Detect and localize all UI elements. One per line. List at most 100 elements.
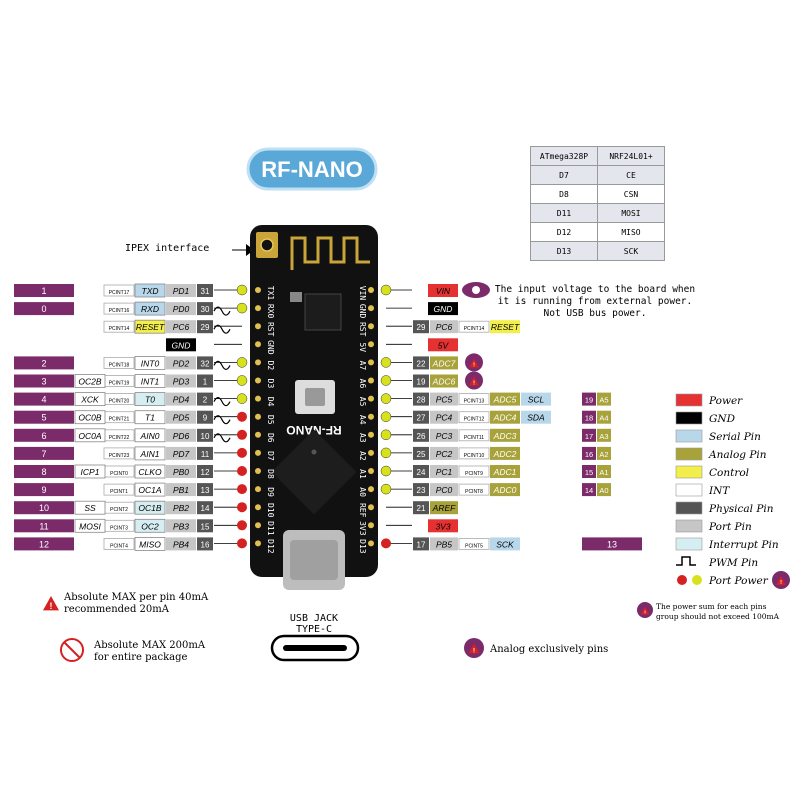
- header-pad: [255, 522, 261, 529]
- pcint-label-box: [103, 538, 135, 550]
- port-power-dot: [237, 484, 247, 495]
- port-label: PD5: [173, 413, 190, 423]
- digital-number-box: [14, 302, 74, 316]
- port-label: PC2: [436, 449, 453, 459]
- physical-pin: 31: [201, 287, 210, 296]
- legend-label: GND: [709, 413, 736, 425]
- legend-label: Control: [709, 467, 749, 479]
- port-label: PD3: [173, 377, 190, 387]
- function-label-box: [134, 283, 166, 298]
- legend-swatch: [675, 537, 703, 551]
- vin-note: Not USB bus power.: [544, 308, 647, 319]
- digital-number-box: [14, 284, 74, 297]
- function-label: TXD: [142, 286, 159, 296]
- function-label: RESET: [491, 322, 520, 332]
- digital-number: 9: [41, 485, 46, 495]
- header-pad: [368, 323, 374, 330]
- function-label: MOSI: [79, 521, 101, 531]
- legend-label: INT: [708, 485, 730, 497]
- table-cell: CE: [597, 165, 665, 185]
- atmega-chip: [271, 429, 357, 515]
- port-label-box: [166, 465, 196, 478]
- digital-number-box: [14, 483, 74, 497]
- physical-pin: 22: [417, 359, 426, 368]
- port-label-box: [430, 356, 458, 370]
- function-label: CLKO: [138, 467, 162, 477]
- port-label-box: [430, 483, 458, 497]
- pcint-label-box: [458, 411, 490, 424]
- function-label-box: [134, 301, 166, 316]
- pcint-label: PCINT18: [109, 362, 130, 368]
- port-label-box: [430, 392, 458, 406]
- legend-label: Physical Pin: [708, 503, 774, 515]
- port-label-box: [166, 537, 196, 551]
- physical-pin: 2: [203, 396, 208, 405]
- legend-swatch: [675, 429, 703, 443]
- header-pin-label: RST: [266, 322, 275, 337]
- analog-label-box: [597, 483, 611, 497]
- function-label-box: [74, 464, 106, 479]
- pcint-label-box: [458, 393, 490, 406]
- header-pin-label: D4: [266, 397, 275, 407]
- port-label: PD2: [173, 358, 190, 368]
- port-power-dot: [677, 575, 687, 585]
- port-label: PD7: [173, 449, 190, 459]
- analog-only-icon-tri-mark: !: [473, 362, 475, 368]
- function-label: T0: [145, 395, 155, 405]
- function-label: SCK: [496, 539, 514, 549]
- physical-pin-box: [197, 446, 213, 460]
- legend-swatch: [675, 519, 703, 533]
- function-label-box: [490, 410, 520, 424]
- title-pill: [246, 147, 378, 191]
- port-label-box: [166, 320, 196, 334]
- port-power-dot: [237, 411, 247, 422]
- legend-label: PWM Pin: [708, 557, 758, 569]
- gnd-label: GND: [434, 304, 453, 314]
- digital-number: 7: [41, 449, 46, 459]
- port-power-dot: [380, 411, 392, 422]
- port-label-box: [166, 501, 196, 515]
- header-pad: [255, 323, 261, 330]
- physical-pin: 23: [417, 486, 426, 495]
- pcint-label-box: [103, 302, 135, 315]
- function-label: RESET: [136, 322, 165, 332]
- analog-label-box: [597, 465, 611, 478]
- port-label-box: [166, 483, 196, 497]
- function-label: ADC1: [493, 467, 517, 477]
- physical-pin-box: [413, 483, 429, 497]
- warning-icon: [43, 596, 59, 611]
- reset-button-cap: [305, 388, 325, 406]
- header-pad: [368, 431, 374, 438]
- pcint-label: PCINT9: [465, 471, 483, 477]
- header-pin-label: A7: [358, 361, 367, 371]
- digital-number: 12: [39, 539, 49, 549]
- legend-swatch: [675, 447, 703, 461]
- pcint-label: PCINT10: [464, 453, 485, 459]
- function-label-box: [490, 392, 520, 406]
- port-label-box: [166, 446, 196, 460]
- header-pin-label: A2: [358, 451, 367, 461]
- physical-pin: 13: [201, 486, 210, 495]
- power-label-box: [428, 519, 458, 533]
- analog-number: 19: [585, 396, 593, 405]
- port-label: PB4: [173, 539, 189, 549]
- port-label: PC6: [436, 322, 453, 332]
- port-label-box: [166, 519, 196, 533]
- max-pin-note: Absolute MAX per pin 40mA: [63, 592, 209, 603]
- port-label: ADC7: [432, 358, 456, 368]
- port-label: PB2: [173, 503, 189, 513]
- max-package-note: for entire package: [94, 652, 188, 663]
- pcint-label-box: [458, 465, 490, 478]
- pcint-label-box: [103, 284, 135, 297]
- analog-number: 17: [585, 432, 593, 441]
- port-label: PD4: [173, 395, 190, 405]
- analog-number: 15: [585, 468, 593, 477]
- header-pad: [368, 413, 374, 420]
- pcint-label: PCINT5: [465, 543, 483, 549]
- function-label-box: [490, 446, 520, 460]
- prohibit-icon-slash: [63, 641, 81, 659]
- legend-swatch: [675, 483, 703, 497]
- port-power-dot: [380, 357, 392, 368]
